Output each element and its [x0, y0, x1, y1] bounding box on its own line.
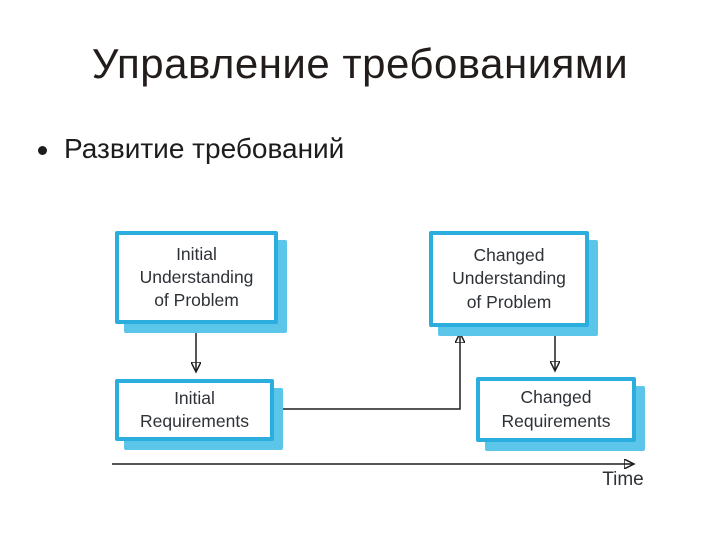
bullet-text: Развитие требований — [64, 133, 345, 164]
time-axis-label: Time — [602, 469, 644, 490]
arrow-initial-requirements-to-changed-understanding — [274, 334, 460, 410]
box-initial-requirements-label: Initial Requirements — [140, 387, 249, 431]
box-initial-understanding-label: Initial Understanding of Problem — [139, 243, 254, 311]
box-initial-understanding: Initial Understanding of Problem — [115, 231, 278, 324]
bullet-item: Развитие требований — [38, 133, 344, 165]
slide-title: Управление требованиями — [91, 40, 629, 87]
box-changed-understanding: Changed Understanding of Problem — [429, 231, 589, 327]
box-changed-requirements-label: Changed Requirements — [501, 387, 611, 431]
box-changed-requirements: Changed Requirements — [476, 377, 636, 442]
box-changed-understanding-label: Changed Understanding of Problem — [452, 245, 566, 312]
box-initial-requirements: Initial Requirements — [115, 379, 274, 441]
bullet-icon — [38, 146, 47, 155]
